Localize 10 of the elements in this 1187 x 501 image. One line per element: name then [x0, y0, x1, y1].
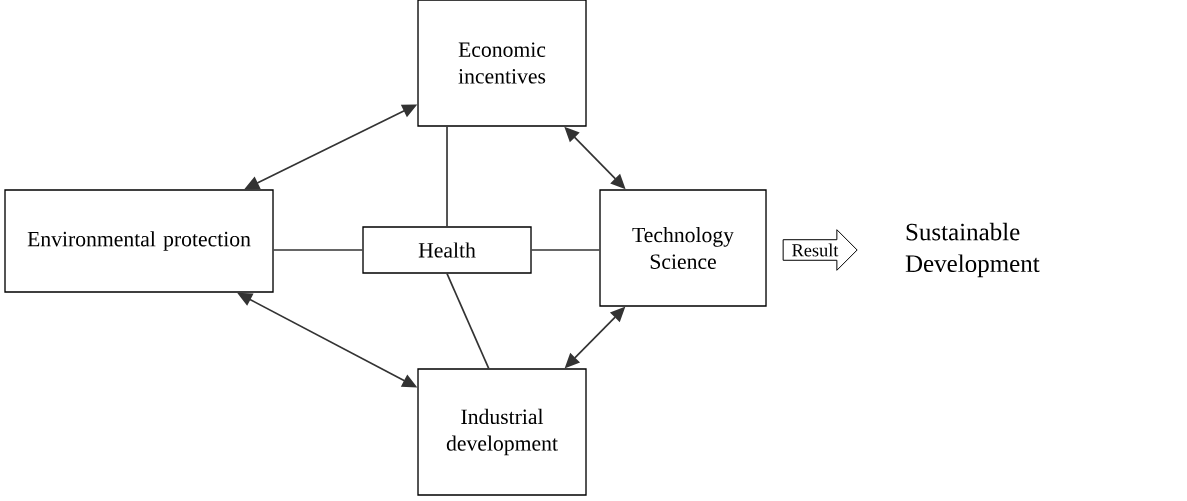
connector-line	[530, 249, 601, 251]
process-box: Environmental protection	[4, 189, 274, 293]
process-box: Technology Science	[599, 189, 767, 307]
process-box: Health	[362, 226, 532, 274]
process-box: Economic incentives	[417, 0, 587, 127]
process-box: Industrial development	[417, 368, 587, 496]
connector-line	[446, 272, 490, 370]
result-text: Sustainable Development	[905, 222, 1040, 278]
connector-line	[272, 249, 364, 251]
connector-line	[446, 125, 448, 228]
